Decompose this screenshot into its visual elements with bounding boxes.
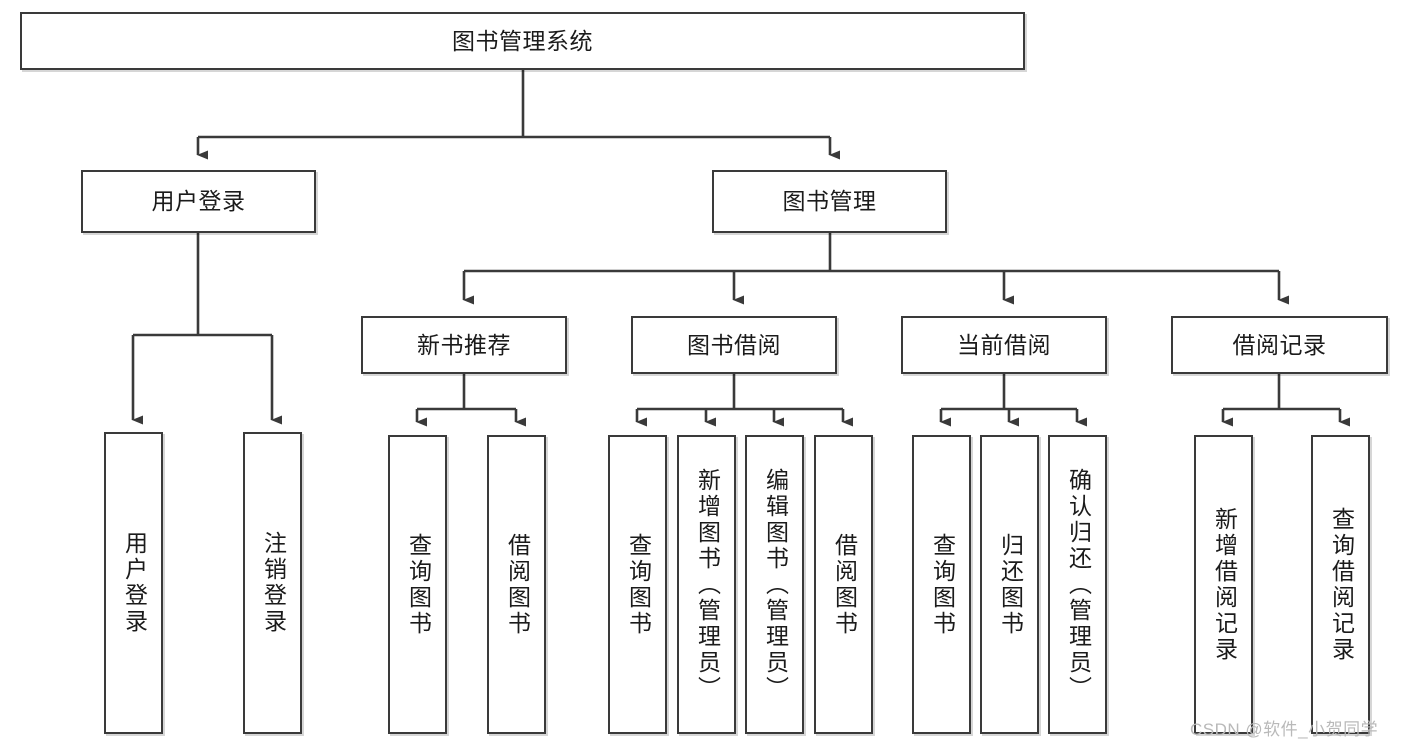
node-leaf-confirm-return[interactable]: 确认归还（管理员） bbox=[1048, 435, 1107, 734]
node-new-book-recommendation-label: 新书推荐 bbox=[417, 331, 511, 358]
node-book-manage-label: 图书管理 bbox=[782, 188, 877, 215]
node-leaf-logout[interactable]: 注销登录 bbox=[243, 432, 302, 734]
node-book-borrow[interactable]: 图书借阅 bbox=[631, 316, 837, 374]
node-leaf-query-record[interactable]: 查询借阅记录 bbox=[1311, 435, 1370, 734]
node-leaf-query-book-2-label: 查询图书 bbox=[625, 532, 652, 637]
node-borrow-record[interactable]: 借阅记录 bbox=[1171, 316, 1388, 374]
node-root[interactable]: 图书管理系统 bbox=[20, 12, 1025, 70]
node-leaf-edit-book[interactable]: 编辑图书（管理员） bbox=[745, 435, 804, 734]
node-user-login[interactable]: 用户登录 bbox=[81, 170, 316, 233]
node-leaf-query-book-1-label: 查询图书 bbox=[405, 532, 432, 637]
node-leaf-add-book-label: 新增图书（管理员） bbox=[694, 467, 721, 702]
node-leaf-user-login[interactable]: 用户登录 bbox=[104, 432, 163, 734]
node-book-borrow-label: 图书借阅 bbox=[687, 331, 781, 358]
node-book-manage[interactable]: 图书管理 bbox=[712, 170, 947, 233]
node-root-label: 图书管理系统 bbox=[452, 27, 593, 54]
watermark: CSDN @软件_小贺同学 bbox=[1190, 720, 1379, 739]
node-leaf-borrow-book-1-label: 借阅图书 bbox=[504, 532, 531, 637]
node-current-borrow[interactable]: 当前借阅 bbox=[901, 316, 1107, 374]
node-leaf-return-book-label: 归还图书 bbox=[997, 532, 1024, 637]
node-leaf-edit-book-label: 编辑图书（管理员） bbox=[762, 467, 789, 702]
node-leaf-add-book[interactable]: 新增图书（管理员） bbox=[677, 435, 736, 734]
node-leaf-query-book-2[interactable]: 查询图书 bbox=[608, 435, 667, 734]
node-leaf-query-record-label: 查询借阅记录 bbox=[1328, 506, 1355, 663]
node-leaf-return-book[interactable]: 归还图书 bbox=[980, 435, 1039, 734]
node-leaf-borrow-book-2-label: 借阅图书 bbox=[831, 532, 858, 637]
node-leaf-confirm-return-label: 确认归还（管理员） bbox=[1065, 467, 1092, 702]
node-borrow-record-label: 借阅记录 bbox=[1232, 331, 1327, 358]
node-leaf-logout-label: 注销登录 bbox=[260, 531, 287, 635]
node-new-book-recommendation[interactable]: 新书推荐 bbox=[361, 316, 567, 374]
node-leaf-add-record-label: 新增借阅记录 bbox=[1211, 506, 1238, 663]
node-leaf-borrow-book-1[interactable]: 借阅图书 bbox=[487, 435, 546, 734]
node-leaf-query-book-3[interactable]: 查询图书 bbox=[912, 435, 971, 734]
node-leaf-query-book-1[interactable]: 查询图书 bbox=[388, 435, 447, 734]
node-leaf-query-book-3-label: 查询图书 bbox=[929, 532, 956, 637]
node-leaf-add-record[interactable]: 新增借阅记录 bbox=[1194, 435, 1253, 734]
node-current-borrow-label: 当前借阅 bbox=[957, 331, 1051, 358]
node-leaf-borrow-book-2[interactable]: 借阅图书 bbox=[814, 435, 873, 734]
node-user-login-label: 用户登录 bbox=[151, 188, 246, 215]
node-leaf-user-login-label: 用户登录 bbox=[121, 531, 148, 635]
